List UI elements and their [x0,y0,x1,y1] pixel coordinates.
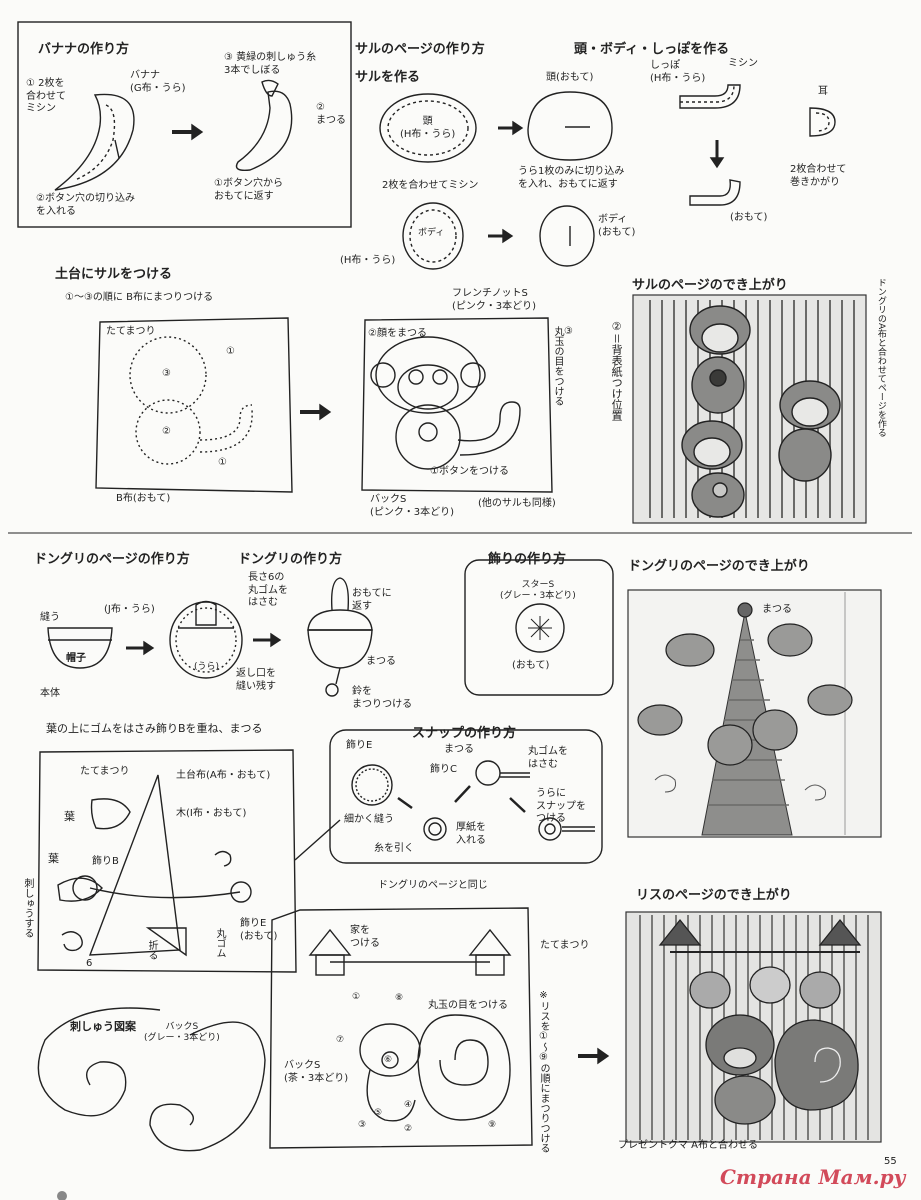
embroidery-back-stitch: バックS (グレー・3本どり) [144,1022,220,1043]
leaves-six: 6 [86,958,93,969]
watermark: Страна Мам.ру [720,1165,906,1189]
decor-star-label: スターS (グレー・3本どり) [500,580,576,601]
squirrel-back-stitch: バックS (茶・3本どり) [284,1060,349,1084]
acorn-ura: (うら) [194,662,220,672]
base-tatematsuri: たてまつり [106,326,156,337]
cut-note: うら1枚のみに切り込み を入れ、おもてに返す [518,166,625,190]
leaves-fold: 折る [146,940,157,960]
leaves-tatematsuri: たてまつり [80,766,130,777]
ear-label: 耳 [818,86,828,97]
snap-sew: 細かく縫う [344,814,394,825]
leaves-label-2: 葉 [48,852,59,865]
squirrel-num-8: ⑧ [395,993,404,1003]
squirrel-num-9: ⑨ [488,1120,497,1130]
banana-note-1: ① 2枚を 合わせて ミシン [26,78,66,114]
snap-pull: 糸を引く [374,843,414,854]
leaves-decor-e: 飾りE (おもて) [240,918,278,942]
base-num-3: ③ [162,368,171,379]
squirrel-num-7: ⑦ [336,1035,345,1045]
leaves-label-1: 葉 [64,810,75,823]
body-label: ボディ [418,228,445,238]
leaves-base-fabric: 土台布(A布・おもて) [176,770,271,781]
eyes-note: ③ 丸玉の目をつける [552,326,574,406]
snap-e: 飾りE [346,740,373,751]
squirrel-tatematsuri: たてまつり [540,940,590,951]
head-fabric-label: 頭 (H布・うら) [400,116,456,140]
tail-machine-label: ミシン [728,58,758,69]
face-note: ②顔をまつる [368,328,427,339]
monkey-head-subtitle: 頭・ボディ・しっぽを作る [574,42,730,57]
back-stitch-label: バックS (ピンク・3本どり) [370,494,454,518]
french-knot-label: フレンチノットS (ピンク・3本どり) [452,288,536,312]
base-num-2: ② [162,426,171,437]
acorn-body: 本体 [40,688,60,699]
embroidery-title: 刺しゅう図案 [70,1020,136,1033]
monkey-done-title: サルのページのでき上がり [632,278,788,293]
monkey-done-side-note: ドングリのA布と合わせてページを作る [875,278,886,438]
acorn-rubber-note: 長さ6の 丸ゴムを はさむ [248,572,288,608]
leaves-note: 葉の上にゴムをはさみ飾りBを重ね、まつる [46,722,263,735]
acorn-sew: 縫う [40,612,60,623]
acorn-leave-note: 返し口を 縫い残す [236,668,276,692]
page-number: 55 [884,1156,897,1167]
tail-out-label: (おもて) [730,212,768,223]
banana-note-4: ② まつる [316,102,346,126]
snap-title: スナップの作り方 [412,726,517,741]
base-fabric-label: B布(おもて) [116,493,171,504]
squirrel-order-note: ※リスを①～⑨の順にまつりつける [538,990,549,1153]
squirrel-eyes-note: 丸玉の目をつける [428,1000,508,1011]
sew-two-label: 2枚を合わせてミシン [382,180,479,191]
base-note: ①～③の順に B布にまつりつける [65,292,214,303]
monkey-done-mark: ②＝背表紙つけ位置 [610,320,624,421]
acorn-j-fabric: (J布・うら) [104,604,155,615]
banana-note-3: ③ 黄緑の刺しゅう糸 3本でしぼる [224,52,317,76]
squirrel-num-4: ④ [404,1100,413,1110]
squirrel-num-6: ⑥ [384,1055,393,1065]
acorn-turn-note: おもてに 返す [352,588,392,612]
acorn-make-title: ドングリの作り方 [238,552,343,567]
squirrel-done-title: リスのページのでき上がり [636,888,792,903]
snap-rubber: 丸ゴムを はさむ [528,746,568,770]
snap-card: 厚紙を 入れる [456,822,486,846]
squirrel-num-3: ③ [358,1120,367,1130]
acorn-cap: 帽子 [66,653,86,664]
base-num-1b: ① [218,457,227,468]
acorn-done-title: ドングリのページのでき上がり [628,559,810,574]
squirrel-done-caption: プレゼントクマ A布と合わせる [618,1140,759,1151]
snap-snap-note: うらに スナップを つける [536,788,586,824]
ear-note: 2枚合わせて 巻きかがり [790,164,847,188]
acorn-bell-note: 鈴を まつりつける [352,686,413,710]
leaves-decor-b: 飾りB [92,856,119,867]
leaves-tree-fabric: 木(I布・おもて) [176,808,247,819]
head-out-label: 頭(おもて) [546,72,594,83]
squirrel-num-2: ② [404,1124,413,1134]
decor-out-label: (おもて) [512,660,550,671]
base-num-1a: ① [226,346,235,357]
body-fabric-label: (H布・うら) [340,255,396,266]
squirrel-num-1: ① [352,992,361,1002]
monkey-make-subtitle: サルを作る [355,70,421,85]
body-out-label: ボディ (おもて) [598,214,636,238]
squirrel-num-5: ⑤ [374,1108,383,1118]
squirrel-house-note: 家を つける [350,925,380,949]
others-note: (他のサルも同様) [478,498,556,509]
banana-note-5: ①ボタン穴から おもてに返す [214,178,283,202]
leaves-embroider: 刺しゅうする [22,878,33,938]
tail-label: しっぽ (H布・うら) [650,60,706,84]
button-note: ①ボタンをつける [430,466,509,477]
banana-title: バナナの作り方 [38,42,130,57]
banana-note-2: ②ボタン穴の切り込み を入れる [36,193,135,217]
decor-title: 飾りの作り方 [488,552,567,567]
base-title: 土台にサルをつける [55,267,173,282]
snap-matsuru: まつる [444,744,474,755]
acorn-page-title: ドングリのページの作り方 [34,552,190,567]
monkey-page-title: サルのページの作り方 [355,42,485,57]
squirrel-same-note: ドングリのページと同じ [378,880,488,891]
acorn-done-matsuru: まつる [762,604,792,615]
banana-label: バナナ (G布・うら) [130,70,186,94]
leaves-rubber: 丸ゴム [214,928,225,958]
acorn-matsuru: まつる [366,656,396,667]
snap-c: 飾りC [430,764,457,775]
